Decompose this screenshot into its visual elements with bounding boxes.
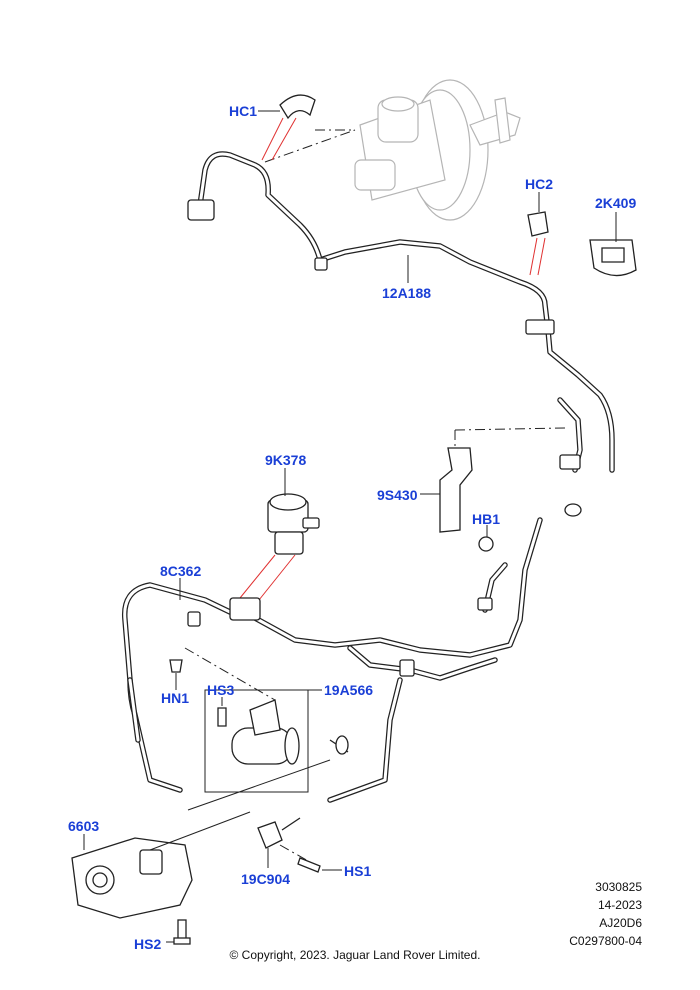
clip-hc1 [258, 94, 316, 161]
callout-9k378[interactable]: 9K378 [265, 452, 307, 468]
info-line-4: C0297800-04 [569, 934, 642, 948]
callout-2k409[interactable]: 2K409 [595, 195, 637, 211]
callout-19c904[interactable]: 19C904 [241, 871, 291, 887]
callout-hs2[interactable]: HS2 [134, 936, 162, 952]
callout-6603[interactable]: 6603 [68, 818, 100, 834]
info-line-2: 14-2023 [597, 898, 642, 912]
bolt-hs2 [166, 919, 191, 945]
bracket-9s430 [420, 447, 473, 533]
inset-19a566 [187, 689, 349, 811]
info-line-3: AJ20D6 [599, 916, 642, 930]
callout-19a566[interactable]: 19A566 [324, 682, 374, 698]
callout-hs3[interactable]: HS3 [207, 682, 235, 698]
copyright-text: © Copyright, 2023. Jaguar Land Rover Lim… [229, 948, 481, 962]
callout-hb1[interactable]: HB1 [472, 511, 501, 527]
callout-9s430[interactable]: 9S430 [377, 487, 418, 503]
nut-hb1 [478, 525, 494, 552]
clip-2k409 [589, 212, 637, 277]
callout-hc1[interactable]: HC1 [229, 103, 258, 119]
clip-hc2 [527, 192, 549, 276]
callout-8c362[interactable]: 8C362 [160, 563, 202, 579]
valve-9k378 [239, 468, 320, 606]
nut-hn1 [169, 659, 183, 690]
pump-6603 [71, 811, 251, 919]
harness-8c362 [121, 517, 543, 803]
callout-12a188[interactable]: 12A188 [382, 285, 432, 301]
vacuum-hose-12a188 [187, 151, 615, 517]
callout-hn1[interactable]: HN1 [161, 690, 190, 706]
callout-hc2[interactable]: HC2 [525, 176, 554, 192]
brake-booster-ghost [354, 79, 521, 221]
info-line-1: 3030825 [595, 880, 642, 894]
sensor-19c904 [257, 817, 342, 873]
callout-hs1[interactable]: HS1 [344, 863, 372, 879]
